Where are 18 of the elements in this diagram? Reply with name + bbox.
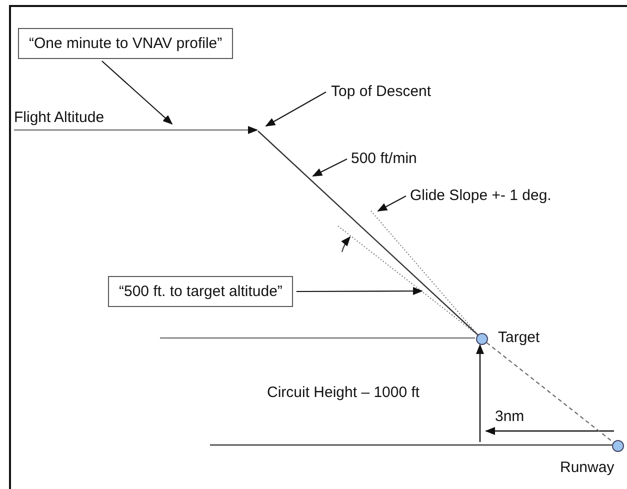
dimension-label: Circuit Height – 1000 ft [267, 384, 420, 402]
target-point [476, 333, 488, 345]
runway-point [612, 440, 624, 452]
leader-line [377, 196, 406, 212]
quote-box: “500 ft. to target altitude” [108, 276, 294, 307]
point-label: Runway [560, 459, 614, 477]
point-label: Target [498, 329, 540, 347]
leader-line [265, 92, 326, 126]
glide-path-line [486, 342, 614, 443]
quote-box: “One minute to VNAV profile” [18, 28, 234, 59]
callout-text: 500 ft/min [351, 150, 417, 168]
dimension-label: 3nm [495, 408, 524, 426]
callout-text: Top of Descent [331, 83, 432, 101]
callout-text: Glide Slope +- 1 deg. [410, 187, 552, 205]
altitude-label: Flight Altitude [14, 109, 104, 127]
leader-line [312, 158, 348, 176]
leader-line [102, 60, 173, 125]
leader-line [296, 287, 423, 296]
